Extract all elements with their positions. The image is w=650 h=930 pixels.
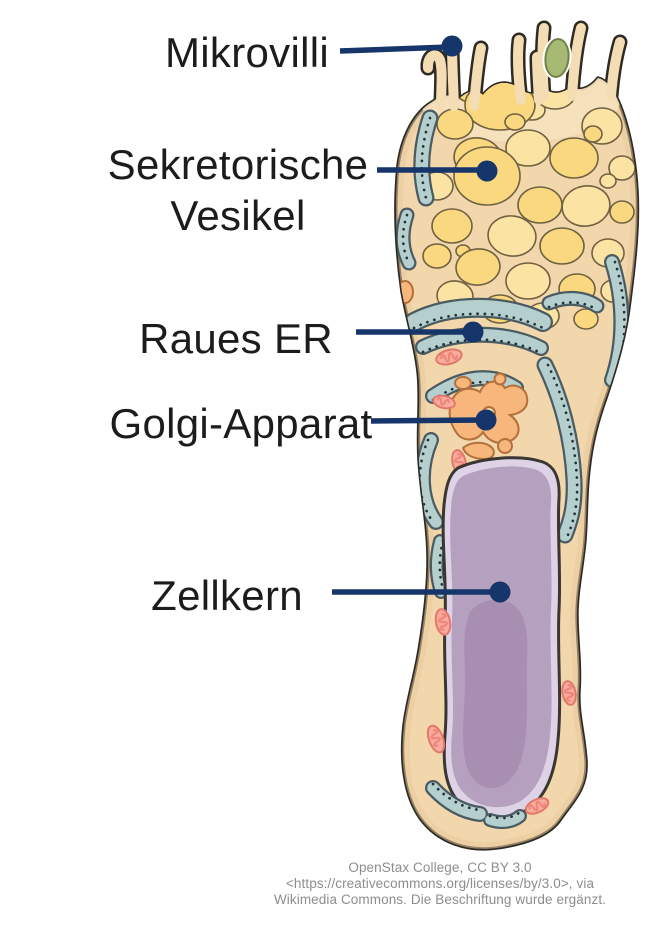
pointer-raues-er: [356, 321, 484, 343]
label-mikrovilli: Mikrovilli: [165, 29, 329, 76]
label-sekretorische-vesikel: Sekretorische Vesikel: [107, 141, 369, 239]
attribution-line-1: OpenStax College, CC BY 3.0: [348, 860, 532, 875]
pointer-sekretorische-vesikel: [377, 160, 498, 182]
attribution-line-3: Wikimedia Commons. Die Beschriftung wurd…: [273, 892, 607, 908]
label-zellkern: Zellkern: [151, 572, 303, 619]
nucleus-shape: [441, 456, 562, 820]
mitochondria-lower-shape: [426, 608, 577, 815]
microvilli-shape: [422, 23, 625, 111]
label-raues-er: Raues ER: [139, 315, 333, 362]
pointer-mikrovilli: [339, 35, 463, 57]
label-golgi-apparat: Golgi-Apparat: [109, 400, 373, 447]
attribution: OpenStax College, CC BY 3.0 <https://cre…: [230, 860, 650, 909]
label-pointers: [332, 35, 511, 603]
attribution-line-2: <https://creativecommons.org/licenses/by…: [285, 876, 595, 892]
rough-er-basal-shape: [425, 780, 527, 830]
pointer-golgi-apparat: [370, 409, 497, 431]
pointer-zellkern: [332, 581, 511, 603]
nucleus-inner-region: [463, 599, 528, 788]
secreted-mucus-droplet: [542, 36, 572, 80]
